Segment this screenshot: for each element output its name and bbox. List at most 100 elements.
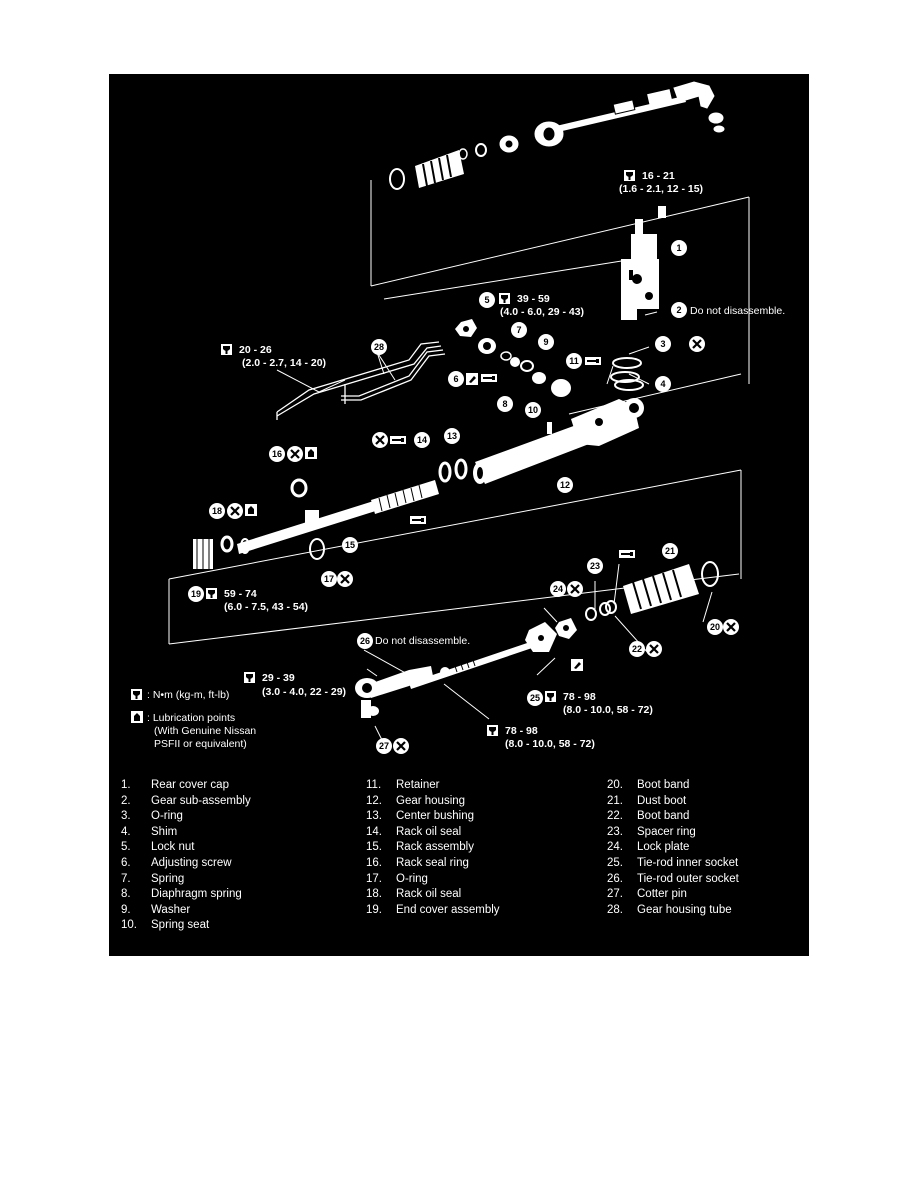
svg-text:13: 13 bbox=[447, 431, 457, 441]
svg-text:29 - 39: 29 - 39 bbox=[262, 672, 295, 684]
legend-item: 24.Lock plate bbox=[607, 841, 690, 854]
callout-15: 15 bbox=[342, 537, 358, 553]
svg-text:5: 5 bbox=[484, 295, 489, 305]
legend-item: 15.Rack assembly bbox=[366, 841, 474, 854]
lower-tie-rod-assembly bbox=[409, 602, 611, 689]
svg-text:25: 25 bbox=[530, 693, 540, 703]
legend-item: 9.Washer bbox=[121, 903, 191, 916]
wrench-icon bbox=[499, 293, 510, 304]
rack-assembly bbox=[237, 480, 439, 554]
svg-text:28: 28 bbox=[374, 342, 384, 352]
legend-item: 17.O-ring bbox=[366, 872, 428, 885]
legend-item: 2.Gear sub-assembly bbox=[121, 794, 251, 807]
svg-text:(2.0 - 2.7, 14 - 20): (2.0 - 2.7, 14 - 20) bbox=[242, 357, 326, 369]
callout-16: 16 bbox=[269, 446, 285, 462]
lube-icon-16 bbox=[305, 447, 317, 459]
svg-text:6: 6 bbox=[453, 374, 458, 384]
svg-text:24: 24 bbox=[553, 584, 563, 594]
replace-mark-16 bbox=[285, 444, 305, 464]
legend-item: 28.Gear housing tube bbox=[607, 903, 732, 916]
legend-item: 25.Tie-rod inner socket bbox=[607, 856, 739, 869]
steering-gear-exploded-view: 1 2 3 4 5 6 7 8 9 10 11 12 13 14 15 16 1… bbox=[131, 81, 785, 756]
replace-mark-17 bbox=[335, 569, 355, 589]
grease-icon-14 bbox=[390, 436, 406, 444]
rack-seal-ring-part bbox=[290, 478, 308, 498]
legend-column-1: 1.Rear cover cap 2.Gear sub-assembly 3.O… bbox=[121, 778, 251, 934]
replace-mark-24 bbox=[565, 579, 585, 599]
svg-text:(6.0 - 7.5, 43 - 54): (6.0 - 7.5, 43 - 54) bbox=[224, 601, 308, 613]
callout-24: 24 bbox=[550, 581, 566, 597]
legend-item: 23.Spacer ring bbox=[607, 825, 696, 838]
callouts: 1 2 3 4 5 6 7 8 9 10 11 12 13 14 15 16 1… bbox=[188, 240, 723, 754]
torque-78-98-lock: 78 - 98 (8.0 - 10.0, 58 - 72) bbox=[487, 725, 595, 750]
callout-2: 2 bbox=[671, 302, 687, 318]
callout-14: 14 bbox=[414, 432, 430, 448]
gear-subassembly bbox=[621, 206, 666, 320]
svg-text:26: 26 bbox=[360, 636, 370, 646]
callout-27: 27 bbox=[376, 738, 392, 754]
wrench-icon bbox=[487, 725, 498, 736]
lube-icon-18 bbox=[245, 504, 257, 516]
svg-text:39 - 59: 39 - 59 bbox=[517, 293, 550, 305]
torque-59-74: 59 - 74 (6.0 - 7.5, 43 - 54) bbox=[206, 588, 308, 613]
callout-3: 3 bbox=[655, 336, 671, 352]
diagram-panel: 1 2 3 4 5 6 7 8 9 10 11 12 13 14 15 16 1… bbox=[109, 74, 809, 956]
replace-mark-3 bbox=[687, 334, 707, 354]
bushing-seal bbox=[438, 458, 468, 483]
svg-text:9: 9 bbox=[543, 337, 548, 347]
replace-mark-27 bbox=[391, 736, 411, 756]
legend-item: 18.Rack oil seal bbox=[366, 888, 462, 901]
torque-20-26: 20 - 26 (2.0 - 2.7, 14 - 20) bbox=[221, 344, 326, 369]
svg-text:27: 27 bbox=[379, 741, 389, 751]
callout-26: 26 bbox=[357, 633, 373, 649]
svg-text:(1.6 - 2.1, 12 - 15): (1.6 - 2.1, 12 - 15) bbox=[619, 183, 703, 195]
replace-mark-22 bbox=[644, 639, 664, 659]
svg-text:10: 10 bbox=[528, 405, 538, 415]
legend-item: 4.Shim bbox=[121, 825, 178, 838]
svg-text:22: 22 bbox=[632, 644, 642, 654]
svg-text:16: 16 bbox=[272, 449, 282, 459]
svg-text:3: 3 bbox=[660, 339, 665, 349]
svg-text:14: 14 bbox=[417, 435, 427, 445]
svg-text:12: 12 bbox=[560, 480, 570, 490]
grease-icon-15 bbox=[410, 516, 426, 524]
callout-25: 25 bbox=[527, 690, 543, 706]
rack-oil-seal-18-part bbox=[220, 535, 234, 553]
oring-17-part bbox=[309, 538, 325, 560]
svg-text:(With Genuine Nissan: (With Genuine Nissan bbox=[154, 725, 256, 737]
callout-12: 12 bbox=[557, 477, 573, 493]
svg-text:18: 18 bbox=[212, 506, 222, 516]
grease-icon-11 bbox=[585, 357, 601, 365]
callout-8: 8 bbox=[497, 396, 513, 412]
top-tie-rod-assembly bbox=[458, 81, 725, 160]
callout-4: 4 bbox=[655, 376, 671, 392]
svg-text:: N•m (kg-m, ft-lb): : N•m (kg-m, ft-lb) bbox=[147, 689, 229, 701]
grease-icon-21 bbox=[619, 550, 635, 558]
legend-item: 12.Gear housing bbox=[366, 794, 466, 807]
oring-shim-group bbox=[610, 357, 644, 391]
svg-text:23: 23 bbox=[590, 561, 600, 571]
torque-39-59: 39 - 59 (4.0 - 6.0, 29 - 43) bbox=[499, 293, 584, 318]
lube-icon bbox=[131, 711, 143, 723]
svg-text:(8.0 - 10.0, 58 - 72): (8.0 - 10.0, 58 - 72) bbox=[505, 738, 595, 750]
svg-text:11: 11 bbox=[569, 356, 579, 366]
wrench-icon bbox=[206, 588, 217, 599]
svg-text:78 - 98: 78 - 98 bbox=[505, 725, 538, 737]
legend-column-2: 11.Retainer 12.Gear housing 13.Center bu… bbox=[366, 778, 500, 918]
legend-item: 19.End cover assembly bbox=[366, 903, 500, 916]
legend-item: 11.Retainer bbox=[366, 779, 440, 791]
callout-23: 23 bbox=[587, 558, 603, 574]
svg-text:16 - 21: 16 - 21 bbox=[642, 170, 675, 182]
svg-text:2: 2 bbox=[676, 305, 681, 315]
callout-1: 1 bbox=[671, 240, 687, 256]
wrench-icon bbox=[244, 672, 255, 683]
svg-text:: Lubrication points: : Lubrication points bbox=[147, 712, 235, 724]
legend-item: 21.Dust boot bbox=[607, 794, 687, 807]
svg-text:20 - 26: 20 - 26 bbox=[239, 344, 272, 356]
callout-10: 10 bbox=[525, 402, 541, 418]
legend-item: 5.Lock nut bbox=[121, 841, 195, 854]
callout-20: 20 bbox=[707, 619, 723, 635]
legend-item: 26.Tie-rod outer socket bbox=[607, 872, 739, 885]
symbol-key: : N•m (kg-m, ft-lb) : Lubrication points… bbox=[131, 689, 256, 750]
adjust-screw-parts bbox=[455, 319, 571, 397]
